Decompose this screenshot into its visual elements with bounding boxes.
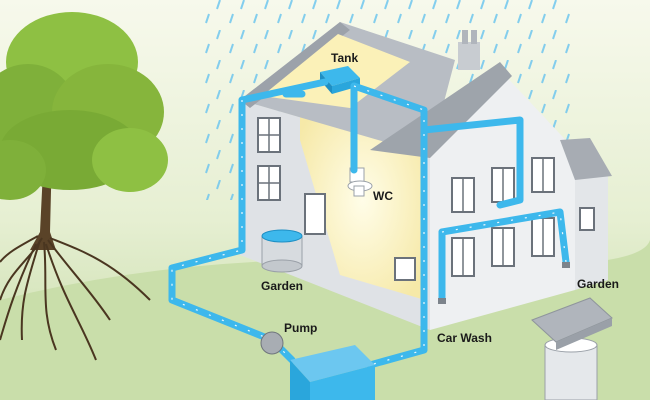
- storage-tank-icon: [290, 345, 375, 400]
- chimney: [458, 42, 480, 70]
- water-butt-icon: [261, 229, 303, 273]
- label-garden-right: Garden: [577, 277, 619, 291]
- water-butt-icon: [531, 297, 613, 400]
- pump-icon: [260, 331, 284, 355]
- label-tank: Tank: [331, 51, 358, 65]
- label-pump: Pump: [284, 321, 317, 335]
- label-garden-left: Garden: [261, 279, 303, 293]
- label-wc: WC: [373, 189, 393, 203]
- house: [240, 22, 612, 330]
- label-car-wash: Car Wash: [437, 331, 492, 345]
- downpipe-icon: [438, 262, 570, 304]
- tree-icon: [0, 12, 168, 361]
